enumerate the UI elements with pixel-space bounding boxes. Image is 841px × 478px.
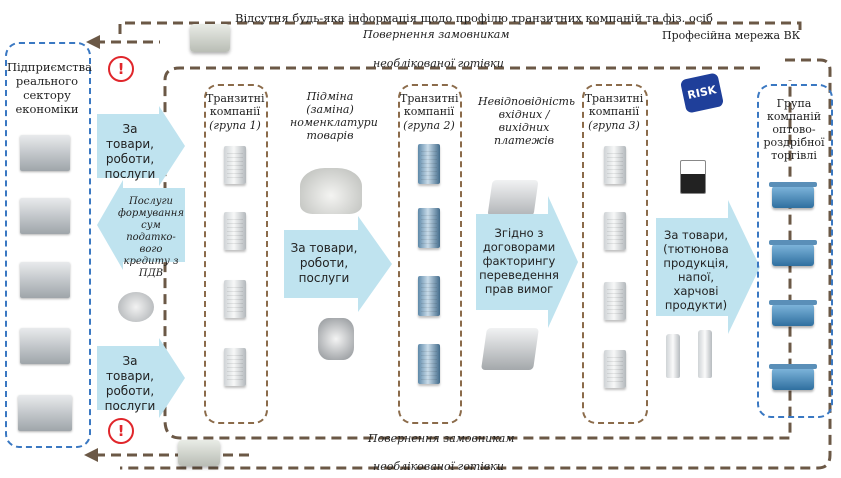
warehouse-icon (18, 395, 72, 431)
warning-icon: ! (108, 56, 134, 82)
building-icon (224, 146, 246, 184)
store-icon (769, 300, 817, 326)
transit3-title: Транзитні компанії (584, 92, 644, 118)
right-group-title: Група компаній оптово-роздрібної торгівл… (763, 97, 825, 162)
transit2-group: (група 2) (403, 119, 455, 132)
top-note: Відсутня будь-яка інформація щодо профіл… (235, 11, 713, 25)
arrow-mid-2 (476, 196, 578, 328)
top-inner-loop (163, 66, 792, 440)
cash-top: необлікованої готівки (373, 57, 504, 70)
left-group-title: Підприємства реального сектору економіки (7, 60, 92, 116)
building-icon (224, 348, 246, 386)
bottle-icon (698, 330, 712, 378)
right-group-box (757, 84, 833, 418)
transit1-title: Транзитні компанії (206, 92, 265, 118)
transit-group-1-box (204, 84, 268, 424)
building-icon (224, 280, 246, 318)
arrow3-label: За товари, роботи, послуги (104, 354, 156, 413)
power-plant-icon (20, 198, 70, 234)
documents-icon (118, 292, 154, 322)
building-icon (604, 282, 626, 320)
transit2-title: Транзитні компанії (400, 92, 459, 118)
warning-icon: ! (108, 418, 134, 444)
top-return-loop (118, 21, 802, 40)
folder-icon (481, 328, 539, 370)
building-icon (604, 146, 626, 184)
cash-bottom: необлікованої готівки (373, 460, 504, 473)
building-icon (418, 144, 440, 184)
arrow-back-label: Послуги формування сум податко-вого кред… (118, 196, 184, 279)
swap-icon (318, 318, 354, 360)
arrowhead-bottom-left (84, 448, 98, 462)
building-icon (224, 212, 246, 250)
arrow-to-transit1-top (97, 106, 185, 186)
money-stack-icon (190, 24, 230, 52)
money-stack-icon (178, 440, 220, 466)
office-building-icon (20, 135, 70, 171)
transit-group-2-box (398, 84, 462, 424)
return-bottom: Повернення замовникам (368, 432, 515, 445)
arrow-right-label: За товари, (тютюнова продукція, напої, х… (663, 228, 729, 312)
cigarettes-icon (680, 160, 706, 194)
store-icon (769, 364, 817, 390)
building-icon (604, 212, 626, 250)
mismatch-note: Невідповідність вхідних / вихідних плате… (478, 95, 575, 147)
right-loop (120, 58, 832, 470)
store-icon (769, 240, 817, 266)
arrow1-label: За товари, роботи, послуги (104, 122, 156, 181)
building-icon (418, 276, 440, 316)
store-icon (769, 182, 817, 208)
transit1-group: (група 1) (209, 119, 261, 132)
transit-group-3-box (582, 84, 648, 424)
industrial-building-icon (20, 328, 70, 364)
return-top: Повернення замовникам (363, 28, 510, 41)
building-icon (604, 350, 626, 388)
arrowhead-top-left (86, 35, 100, 49)
arrow-mid2-label: Згідно з договорами факторингу переведен… (479, 226, 559, 296)
arrow-mid1-label: За товари, роботи, послуги (290, 241, 358, 285)
bottle-icon (666, 334, 680, 378)
vk-network: Професійна мережа ВК (662, 29, 801, 42)
arrow-back-to-left (97, 180, 185, 270)
arrow-right (656, 200, 760, 334)
left-group-box (5, 42, 91, 448)
transit3-group: (група 3) (588, 119, 640, 132)
arrow-to-transit1-bottom (97, 338, 185, 418)
building-icon (418, 344, 440, 384)
substitution-note: Підміна (заміна) номенклатури товарів (290, 90, 378, 142)
goods-bags-icon (300, 168, 362, 214)
factory-icon (20, 262, 70, 298)
building-icon (418, 208, 440, 248)
arrow-mid-1 (284, 216, 392, 312)
